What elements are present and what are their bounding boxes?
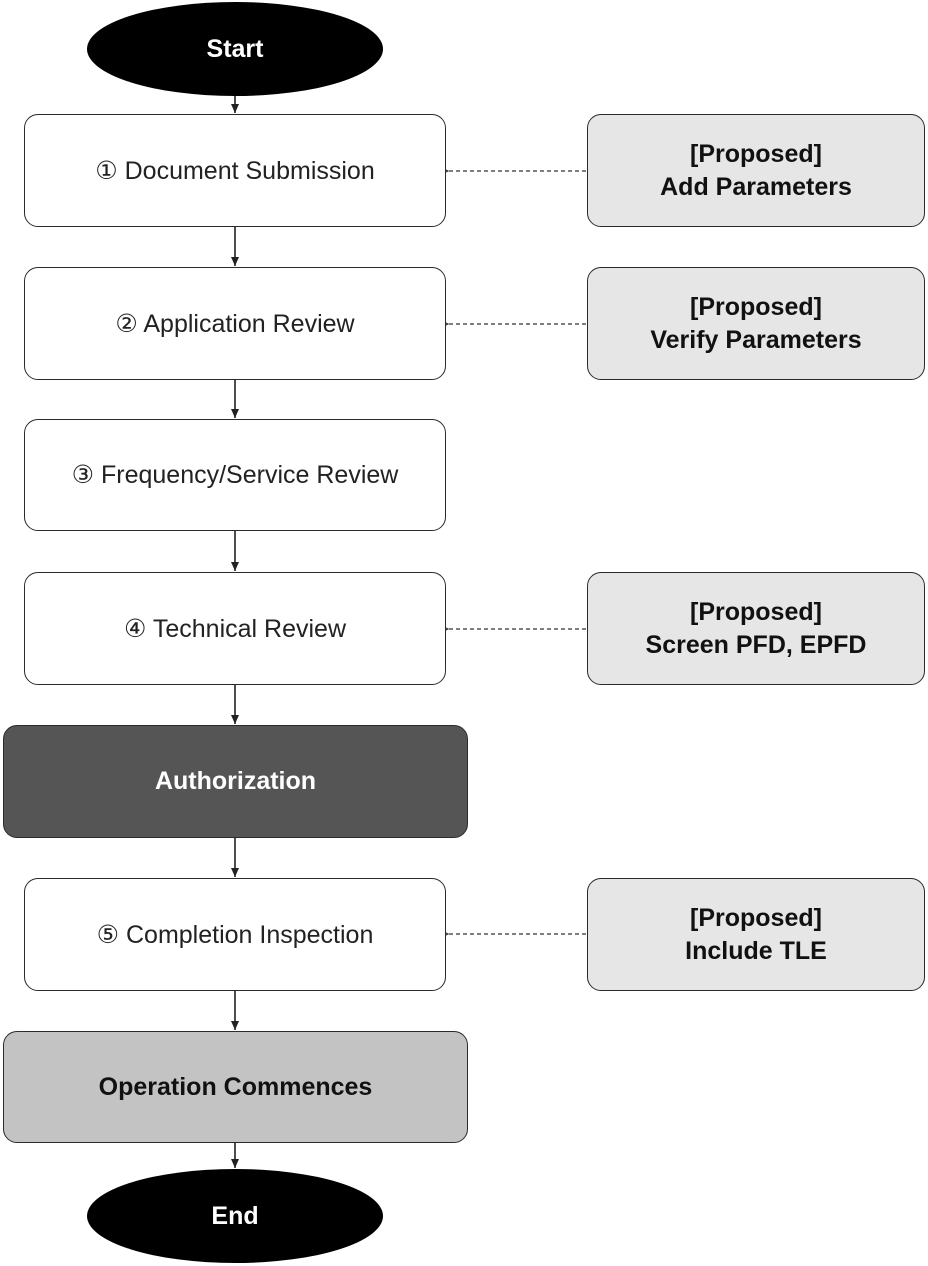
step-technical-review: ④ Technical Review xyxy=(24,572,446,685)
authorization-box: Authorization xyxy=(3,725,468,838)
proposal-text: Include TLE xyxy=(685,936,827,965)
proposal-text: Add Parameters xyxy=(660,172,852,201)
step-label: ② Application Review xyxy=(115,309,355,338)
start-label: Start xyxy=(206,34,264,63)
start-terminal: Start xyxy=(87,2,383,96)
proposal-tag: [Proposed] xyxy=(690,292,822,321)
end-label: End xyxy=(211,1201,259,1230)
step-document-submission: ① Document Submission xyxy=(24,114,446,227)
proposal-screen-pfd-epfd: [Proposed] Screen PFD, EPFD xyxy=(587,572,925,685)
step-label: ④ Technical Review xyxy=(123,614,347,643)
operation-commences-box: Operation Commences xyxy=(3,1031,468,1143)
proposal-tag: [Proposed] xyxy=(690,903,822,932)
step-label: ⑤ Completion Inspection xyxy=(96,920,374,949)
step-label: ③ Frequency/Service Review xyxy=(71,461,399,489)
step-application-review: ② Application Review xyxy=(24,267,446,380)
step-label: ① Document Submission xyxy=(95,156,375,185)
proposal-tag: [Proposed] xyxy=(690,597,822,626)
proposal-include-tle: [Proposed] Include TLE xyxy=(587,878,925,991)
proposal-add-parameters: [Proposed] Add Parameters xyxy=(587,114,925,227)
proposal-text: Verify Parameters xyxy=(650,325,862,354)
proposal-text: Screen PFD, EPFD xyxy=(645,630,867,659)
step-completion-inspection: ⑤ Completion Inspection xyxy=(24,878,446,991)
authorization-label: Authorization xyxy=(154,767,317,795)
proposal-verify-parameters: [Proposed] Verify Parameters xyxy=(587,267,925,380)
step-frequency-service-review: ③ Frequency/Service Review xyxy=(24,419,446,531)
proposal-tag: [Proposed] xyxy=(690,139,822,168)
end-terminal: End xyxy=(87,1169,383,1263)
operation-label: Operation Commences xyxy=(98,1072,373,1101)
